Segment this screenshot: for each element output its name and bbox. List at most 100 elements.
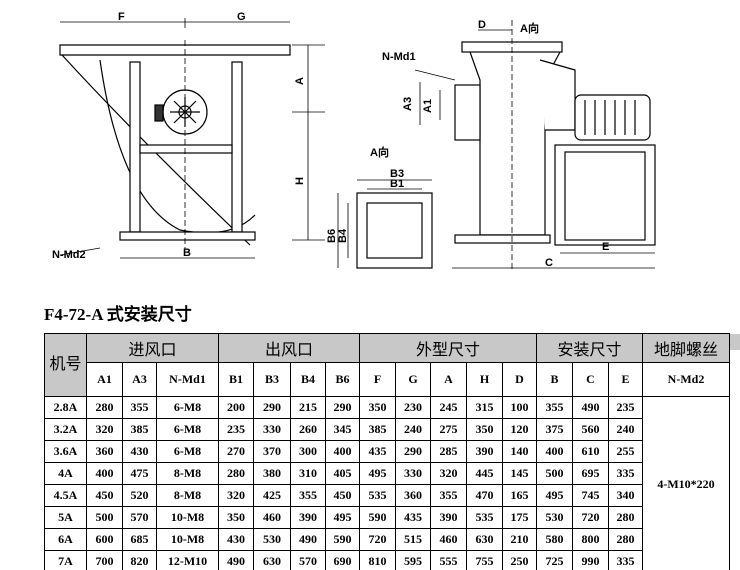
table-cell: 515 [395,528,431,551]
table-cell: 100 [502,396,537,419]
column-header-b6: B6 [325,362,360,397]
dim-label-A1: A1 [422,99,434,113]
header-outlet: 出风口 [218,333,360,363]
table-cell: 430 [218,528,254,551]
dim-label-B: B [183,247,191,259]
table-cell: 175 [502,506,537,529]
column-header-b: B [536,362,573,397]
table-cell: 380 [253,462,291,485]
table-cell: 470 [466,484,503,507]
table-cell: 285 [430,440,467,463]
header-model-number: 机号 [44,333,87,397]
table-cell: 495 [325,506,360,529]
table-cell: 400 [325,440,360,463]
table-cell: 290 [325,396,360,419]
model-cell: 4A [44,462,87,485]
column-header-h: H [466,362,503,397]
table-cell: 535 [466,506,503,529]
table-cell: 355 [122,396,157,419]
table-cell: 820 [122,550,157,570]
table-cell: 270 [218,440,254,463]
model-cell: 4.5A [44,484,87,507]
table-cell: 8-M8 [156,462,219,485]
table-cell: 685 [122,528,157,551]
outlet-view [337,179,433,269]
model-cell: 3.6A [44,440,87,463]
table-cell: 290 [253,396,291,419]
table-cell: 345 [325,418,360,441]
table-cell: 210 [502,528,537,551]
model-cell: 5A [44,506,87,529]
table-cell: 145 [502,462,537,485]
table-cell: 300 [290,440,326,463]
table-cell: 590 [359,506,396,529]
table-cell: 140 [502,440,537,463]
header-inlet: 进风口 [86,333,219,363]
dim-label-B6: B6 [326,229,338,243]
dim-label-N-Md1: N-Md1 [382,51,416,63]
table-cell: 610 [572,440,609,463]
model-cell: 3.2A [44,418,87,441]
table-cell: 280 [608,506,643,529]
table-cell: 390 [466,440,503,463]
header-anchor-bolts: 地脚螺丝 [642,333,730,363]
table-cell: 240 [395,418,431,441]
table-cell: 375 [536,418,573,441]
dim-label-E: E [602,241,609,253]
column-header-n-md1: N-Md1 [156,362,219,397]
table-cell: 755 [466,550,503,570]
table-cell: 320 [218,484,254,507]
table-cell: 280 [218,462,254,485]
model-cell: 6A [44,528,87,551]
table-cell: 475 [122,462,157,485]
column-header-a: A [430,362,467,397]
table-cell: 260 [290,418,326,441]
table-cell: 630 [466,528,503,551]
table-cell: 355 [430,484,467,507]
dim-label-A3: A3 [402,97,414,111]
table-cell: 10-M8 [156,528,219,551]
column-header-e: E [608,362,643,397]
table-cell: 595 [395,550,431,570]
table-cell: 280 [608,528,643,551]
table-cell: 570 [290,550,326,570]
table-cell: 520 [122,484,157,507]
table-cell: 10-M8 [156,506,219,529]
column-header-f: F [359,362,396,397]
table-title: F4-72-A 式安装尺寸 [44,305,192,324]
table-cell: 490 [572,396,609,419]
table-cell: 435 [359,440,396,463]
dim-label-B1: B1 [390,178,404,190]
anchor-bolt-cell: 4-M10*220 [642,396,730,570]
side-direction-label: A向 [520,21,539,35]
scroll-edge-strip [729,334,740,350]
table-cell: 590 [325,528,360,551]
table-cell: 12-M10 [156,550,219,570]
table-cell: 400 [86,462,123,485]
table-cell: 695 [572,462,609,485]
table-cell: 530 [253,528,291,551]
column-header-c: C [572,362,609,397]
table-cell: 435 [395,506,431,529]
table-cell: 355 [536,396,573,419]
table-cell: 235 [218,418,254,441]
table-cell: 315 [466,396,503,419]
table-cell: 235 [608,396,643,419]
table-cell: 290 [395,440,431,463]
table-cell: 495 [359,462,396,485]
dim-label-D: D [478,19,486,31]
table-cell: 425 [253,484,291,507]
model-cell: 7A [44,550,87,570]
table-cell: 335 [608,462,643,485]
table-cell: 360 [395,484,431,507]
table-cell: 385 [359,418,396,441]
table-cell: 245 [430,396,467,419]
table-cell: 810 [359,550,396,570]
table-cell: 720 [359,528,396,551]
outlet-direction-label: A向 [370,145,389,159]
